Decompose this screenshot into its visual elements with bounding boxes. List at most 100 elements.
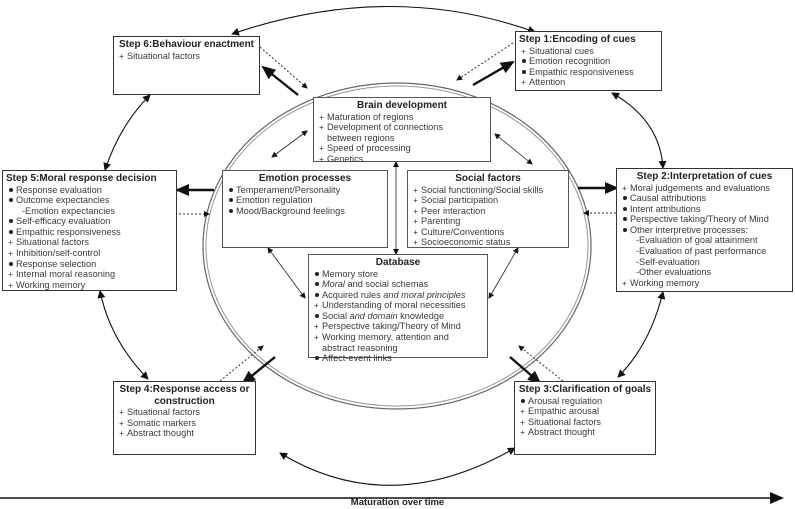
list-item-text: Internal moral reasoning <box>16 269 116 280</box>
list-item: Situational cues <box>519 46 658 57</box>
list-item: -Evaluation of goal attainment <box>620 235 789 246</box>
plus-icon <box>317 154 326 166</box>
list-item-text: Maturation of regions <box>327 111 414 122</box>
list-item-text: Social functioning/Social skills <box>421 184 544 195</box>
list-item: Genetics <box>317 154 487 165</box>
list-item: between regions <box>317 133 487 144</box>
list-item-text: Other interpretive processes: <box>630 224 748 235</box>
bullet-dot-icon <box>620 193 629 204</box>
list-item-text: Situational cues <box>529 45 594 56</box>
bullet-dot-icon <box>6 259 15 270</box>
emotion-database-connector <box>267 247 306 299</box>
list-item-text: Understanding of moral necessities <box>322 300 466 311</box>
list-item: Understanding of moral necessities <box>312 300 484 311</box>
step5-title: Step 5:Moral response decision <box>6 173 157 184</box>
list-item-text: -Evaluation of past performance <box>636 246 767 257</box>
list-item-text: -Evaluation of goal attainment <box>636 235 758 246</box>
list-item-text: abstract reasoning <box>322 342 398 353</box>
list-item-text: Parenting <box>421 216 461 227</box>
list-item-text: Empathic responsiveness <box>529 66 634 77</box>
list-item-text: Working memory <box>16 279 86 290</box>
bullet-dot-icon <box>6 195 15 206</box>
social-database-connector <box>488 247 519 299</box>
list-item-text: Perspective taking/Theory of Mind <box>630 214 769 225</box>
list-item-text: Empathic arousal <box>528 406 599 417</box>
list-item: Moral and social schemas <box>312 279 484 290</box>
brain-development-box: Brain development Maturation of regionsD… <box>313 97 491 165</box>
bullet-dot-icon <box>312 279 321 290</box>
list-item-text: -Emotion expectancies <box>22 205 115 216</box>
bullet-dot-icon <box>226 206 235 217</box>
list-item-text: Affect-event links <box>322 353 392 364</box>
cycle-arrow-1-to-2 <box>611 92 667 169</box>
list-item: Culture/Conventions <box>411 227 565 238</box>
list-item: -Emotion expectancies <box>6 206 173 217</box>
list-item: Parenting <box>411 216 565 227</box>
plus-icon <box>117 428 126 440</box>
step6-title: Step 6:Behaviour enactment <box>118 39 255 50</box>
list-item-text: Perspective taking/Theory of Mind <box>322 321 461 332</box>
step2-box: Step 2:Interpretation of cues Moral judg… <box>616 168 793 292</box>
step1-box: Step 1:Encoding of cues Situational cues… <box>515 31 662 91</box>
list-item-text: Development of connections <box>327 122 443 133</box>
bullet-dot-icon <box>226 185 235 196</box>
list-item-text: Temperament/Personality <box>236 184 341 195</box>
list-item: Empathic responsiveness <box>6 227 173 238</box>
bullet-dot-icon <box>226 195 235 206</box>
step3-to-db-dotted <box>518 345 564 382</box>
bullet-dot-icon <box>620 225 629 236</box>
bullet-dot-icon <box>312 290 321 301</box>
list-item: Perspective taking/Theory of Mind <box>312 321 484 332</box>
bullet-dot-icon <box>620 214 629 225</box>
list-item: Causal attributions <box>620 193 789 204</box>
list-item-text: Self-efficacy evaluation <box>16 216 111 227</box>
step3-items: Arousal regulationEmpathic arousalSituat… <box>518 396 652 438</box>
list-item-text: Emotion regulation <box>236 195 313 206</box>
list-item: Other interpretive processes: <box>620 225 789 236</box>
list-item-text: Attention <box>529 77 566 88</box>
list-item-text: Peer interaction <box>421 205 486 216</box>
list-item: Temperament/Personality <box>226 185 384 196</box>
list-item-text: Working memory, attention and <box>322 332 449 343</box>
step4-items: Situational factorsSomatic markersAbstra… <box>117 407 252 439</box>
list-item: Somatic markers <box>117 418 252 429</box>
step3-box: Step 3:Clarification of goals Arousal re… <box>514 381 656 455</box>
bullet-dot-icon <box>519 67 528 78</box>
list-item: Situational factors <box>117 407 252 418</box>
list-item-text: Response evaluation <box>16 184 102 195</box>
list-item: Social participation <box>411 195 565 206</box>
brain-social-connector <box>494 133 533 165</box>
list-item-text: Mood/Background feelings <box>236 205 345 216</box>
list-item-text: Response selection <box>16 258 97 269</box>
emotion-processes-box: Emotion processes Temperament/Personalit… <box>222 170 388 248</box>
list-item-text: -Self-evaluation <box>636 256 700 267</box>
bullet-dot-icon <box>6 216 15 227</box>
list-item: Intent attributions <box>620 204 789 215</box>
bullet-dot-icon <box>519 56 528 67</box>
list-item-text: Working memory <box>630 277 700 288</box>
step6-items: Situational factors <box>117 51 256 62</box>
list-item: Social and domain knowledge <box>312 311 484 322</box>
list-item: Speed of processing <box>317 143 487 154</box>
bullet-dot-icon <box>312 269 321 280</box>
list-item: Response selection <box>6 259 173 270</box>
brain-emotion-connector <box>271 130 308 158</box>
list-item-text: between regions <box>327 132 395 143</box>
plus-icon <box>411 237 420 249</box>
list-item-text: Acquired rules and moral principles <box>322 289 466 300</box>
step5-box: Step 5:Moral response decision Response … <box>2 170 177 291</box>
list-item: Social functioning/Social skills <box>411 185 565 196</box>
plus-icon <box>6 280 15 292</box>
list-item: Situational factors <box>117 51 256 62</box>
list-item: abstract reasoning <box>312 343 484 354</box>
list-item-text: Culture/Conventions <box>421 226 505 237</box>
bullet-dot-icon <box>6 185 15 196</box>
bullet-dot-icon <box>518 396 527 407</box>
list-item: Attention <box>519 77 658 88</box>
list-item: Peer interaction <box>411 206 565 217</box>
